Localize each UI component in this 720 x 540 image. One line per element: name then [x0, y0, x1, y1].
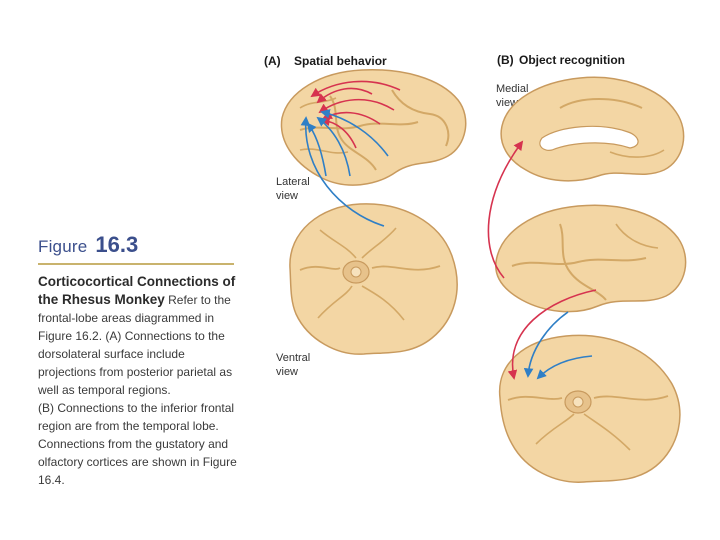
caption-rule — [38, 263, 234, 265]
ventral-brain-a — [289, 203, 458, 355]
caption-lead-text: Refer to the frontal-lobe areas diagramm… — [38, 293, 233, 397]
lateral-brain-a — [280, 69, 467, 186]
panel-a-blue-arrows — [300, 109, 389, 227]
lateral-brain-b — [495, 204, 687, 313]
caption-title-line2: the Rhesus Monkey — [38, 292, 165, 307]
caption-body: Corticocortical Connections of the Rhesu… — [38, 273, 238, 489]
lateral-view-label-line1: Lateral — [276, 176, 310, 188]
ventral-view-label-line1: Ventral — [276, 352, 310, 364]
figure-heading: Figure 16.3 — [38, 232, 238, 258]
panel-a-label: (A) — [264, 54, 281, 68]
medial-view-label-line1: Medial — [496, 83, 528, 95]
figure-word: Figure — [38, 237, 88, 256]
panel-a-title: Spatial behavior — [294, 54, 387, 68]
panel-b-label: (B) — [497, 53, 514, 67]
medial-brain-b — [500, 76, 685, 182]
caption-b-text: (B) Connections to the inferior frontal … — [38, 401, 237, 487]
caption-title-line1: Corticocortical Connections of — [38, 274, 236, 289]
panel-b-blue-arrows — [523, 311, 593, 380]
figure-caption: Figure 16.3 Corticocortical Connections … — [38, 232, 238, 489]
ventral-brain-b — [498, 334, 681, 483]
panel-b-title: Object recognition — [519, 53, 625, 67]
lateral-view-label-line2: view — [276, 190, 298, 202]
ventral-view-label-line2: view — [276, 366, 298, 378]
figure-number: 16.3 — [95, 232, 139, 257]
panel-b-red-arrows — [487, 140, 597, 380]
